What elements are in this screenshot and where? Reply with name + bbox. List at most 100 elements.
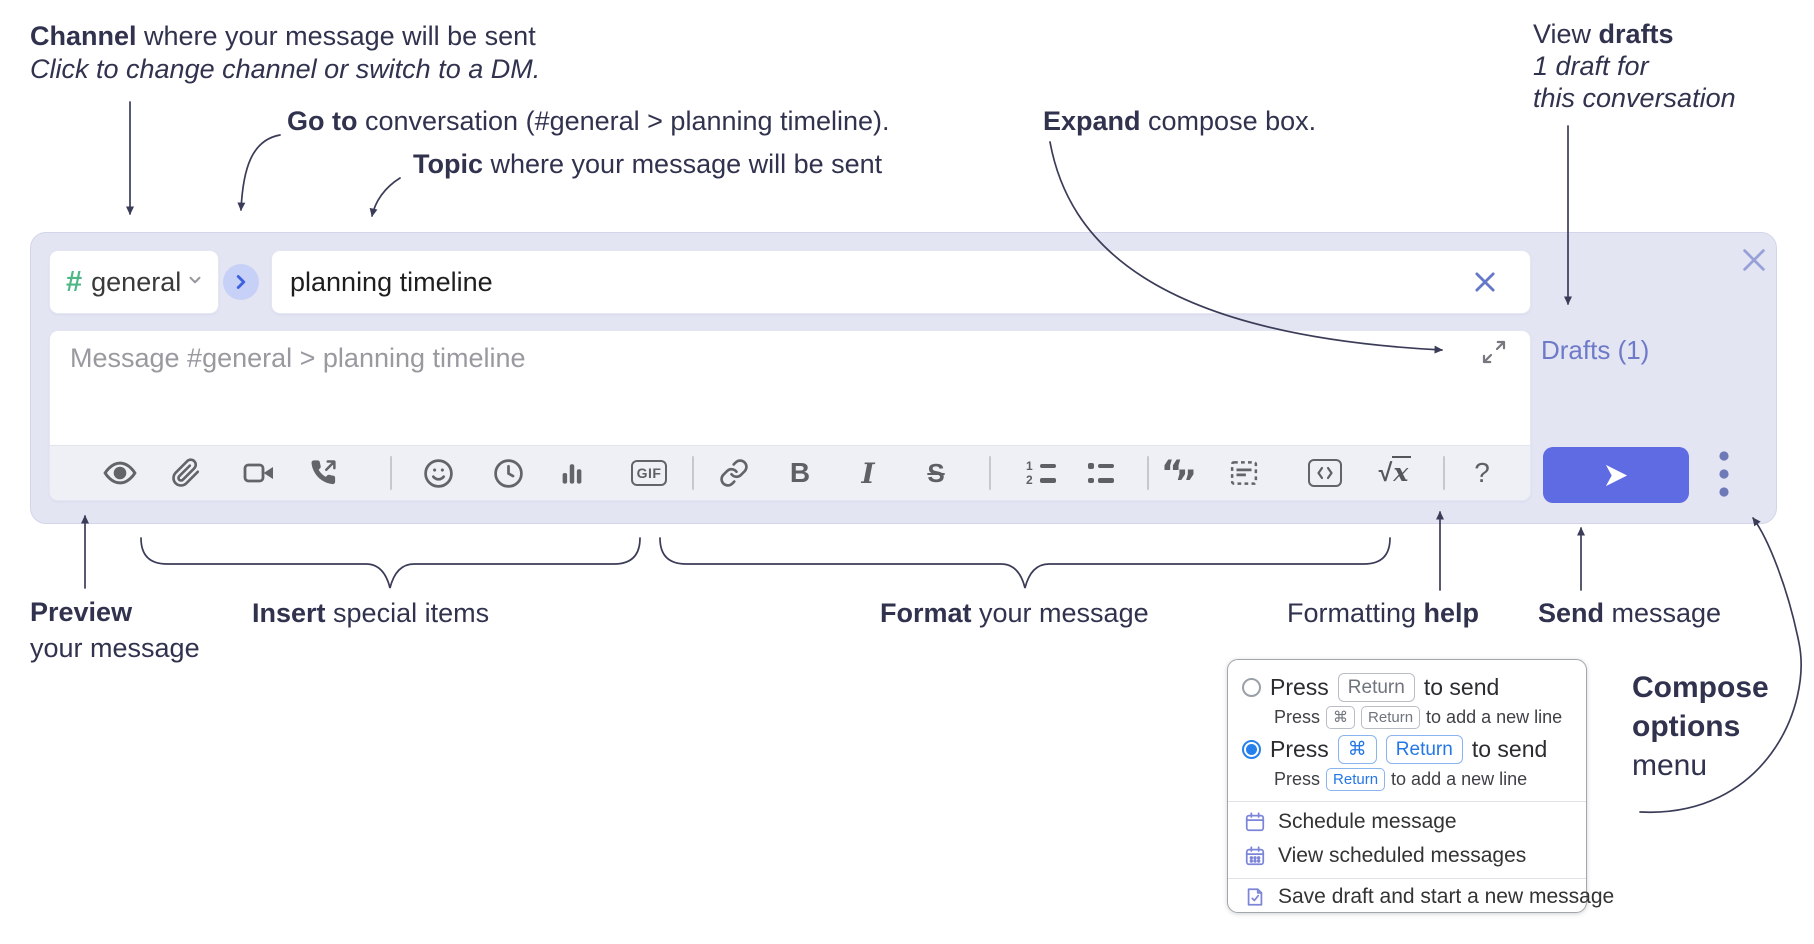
channel-selector[interactable]: # general <box>49 250 219 314</box>
quote-icon[interactable]: “” <box>1161 453 1197 500</box>
gif-label: GIF <box>630 460 668 486</box>
compose-options-line3: menu <box>1632 749 1708 782</box>
compose-toolbar: GIF B I S 1 2 <box>50 445 1530 500</box>
bold-label: B <box>789 457 811 488</box>
chevron-down-icon <box>186 271 204 294</box>
topic-arrow <box>369 177 401 217</box>
save-draft-item[interactable]: Save draft and start a new message <box>1244 885 1614 909</box>
channel-caption-bold: Channel <box>30 21 137 51</box>
format-caption-rest: your message <box>971 598 1149 628</box>
view-drafts-line2: 1 draft for <box>1533 51 1649 81</box>
expand-compose-icon[interactable] <box>1481 339 1507 365</box>
drafts-link[interactable]: Drafts (1) <box>1541 335 1650 365</box>
bulleted-list-icon[interactable] <box>1083 456 1117 490</box>
calendar-icon <box>1245 812 1265 832</box>
strikethrough-icon[interactable]: S <box>919 456 953 490</box>
video-call-icon[interactable] <box>242 456 276 490</box>
insert-caption-bold: Insert <box>252 598 326 628</box>
numbered-list-icon[interactable]: 1 2 <box>1024 456 1058 490</box>
cmd-return-to-send-option[interactable]: Press ⌘ Return to send <box>1242 735 1547 764</box>
compose-options-line2: options <box>1632 710 1741 743</box>
return-key: Return <box>1361 706 1421 729</box>
goto-caption-bold: Go to <box>287 106 358 136</box>
send-caption: Send message <box>1538 597 1721 630</box>
new-line-label: to add a new line <box>1426 707 1563 727</box>
topic-input[interactable] <box>271 250 1531 314</box>
radio-unselected-icon[interactable] <box>1242 678 1261 697</box>
press-label: Press <box>1274 769 1321 789</box>
compose-options-kebab-icon[interactable] <box>1718 449 1730 501</box>
italic-icon[interactable]: I <box>851 456 885 490</box>
sqrt-sign: √ <box>1378 459 1393 487</box>
help-label: ? <box>1474 457 1490 488</box>
attach-paperclip-icon[interactable] <box>169 456 203 490</box>
channel-caption-rest: where your message will be sent <box>136 21 536 51</box>
topic-clear-icon[interactable] <box>1471 268 1499 296</box>
bold-icon[interactable]: B <box>783 456 817 490</box>
toolbar-divider <box>989 456 991 490</box>
code-icon[interactable] <box>1308 456 1342 490</box>
close-compose-icon[interactable] <box>1739 245 1769 275</box>
menu-divider <box>1228 878 1586 879</box>
radio-selected-icon[interactable] <box>1242 740 1261 759</box>
toolbar-divider <box>1443 456 1445 490</box>
formatting-help-icon[interactable]: ? <box>1465 456 1499 490</box>
press-label: Press <box>1270 674 1329 700</box>
press-label: Press <box>1274 707 1321 727</box>
compose-box: # general Message #general > planning ti… <box>30 232 1777 524</box>
channel-name: general <box>91 266 182 297</box>
time-clock-icon[interactable] <box>491 456 525 490</box>
preview-caption-line2: your message <box>30 633 200 663</box>
topic-caption-bold: Topic <box>413 149 483 179</box>
chevron-right-icon <box>236 275 246 289</box>
insert-caption: Insert special items <box>252 597 489 630</box>
send-caption-bold: Send <box>1538 598 1605 628</box>
save-draft-label: Save draft and start a new message <box>1278 885 1615 908</box>
toolbar-divider <box>1147 456 1149 490</box>
format-caption: Format your message <box>880 597 1149 630</box>
return-key: Return <box>1337 673 1415 702</box>
new-line-label: to add a new line <box>1391 769 1528 789</box>
schedule-message-item[interactable]: Schedule message <box>1244 810 1457 834</box>
poll-chart-icon[interactable] <box>555 456 589 490</box>
italic-label: I <box>861 456 875 490</box>
to-send-label: to send <box>1423 674 1500 700</box>
go-to-conversation-button[interactable] <box>223 264 259 300</box>
channel-caption-sub: Click to change channel or switch to a D… <box>30 54 541 84</box>
channel-hash-icon: # <box>66 265 83 298</box>
message-input[interactable]: Message #general > planning timeline <box>70 343 526 373</box>
compose-options-menu: Press Return to send Press ⌘ Return to a… <box>1227 659 1614 913</box>
cmd-key: ⌘ <box>1337 735 1377 764</box>
gif-icon[interactable]: GIF <box>625 456 673 490</box>
send-arrow-icon <box>1605 464 1627 486</box>
goto-arrow <box>237 134 281 211</box>
expand-caption-bold: Expand <box>1043 106 1141 136</box>
sqrt-x: x <box>1392 456 1412 487</box>
goto-caption: Go to conversation (#general > planning … <box>287 105 890 138</box>
toolbar-divider <box>390 456 392 490</box>
channel-caption: Channel where your message will be sent … <box>30 20 540 86</box>
voice-call-icon[interactable] <box>306 456 340 490</box>
formatting-help-caption: Formatting help <box>1287 597 1479 630</box>
send-button[interactable] <box>1543 447 1689 503</box>
view-scheduled-label: View scheduled messages <box>1278 844 1527 867</box>
return-option-subtext: Press ⌘ Return to add a new line <box>1274 706 1562 729</box>
spoiler-icon[interactable] <box>1227 456 1261 490</box>
emoji-icon[interactable] <box>421 456 455 490</box>
format-caption-bold: Format <box>880 598 972 628</box>
link-icon[interactable] <box>717 456 751 490</box>
preview-eye-icon[interactable] <box>103 456 137 490</box>
return-key: Return <box>1326 768 1386 791</box>
toolbar-divider <box>692 456 694 490</box>
view-drafts-pre: View <box>1533 19 1599 49</box>
formatting-help-bold: help <box>1423 598 1480 628</box>
view-scheduled-messages-item[interactable]: View scheduled messages <box>1244 844 1526 868</box>
math-latex-icon[interactable]: √x <box>1373 456 1417 490</box>
insert-brace <box>140 537 641 589</box>
expand-caption-rest: compose box. <box>1140 106 1317 136</box>
view-drafts-bold: drafts <box>1598 19 1674 49</box>
quote-open: “ <box>1161 453 1184 493</box>
compose-options-caption: Compose options menu <box>1632 668 1769 785</box>
return-to-send-option[interactable]: Press Return to send <box>1242 673 1499 702</box>
